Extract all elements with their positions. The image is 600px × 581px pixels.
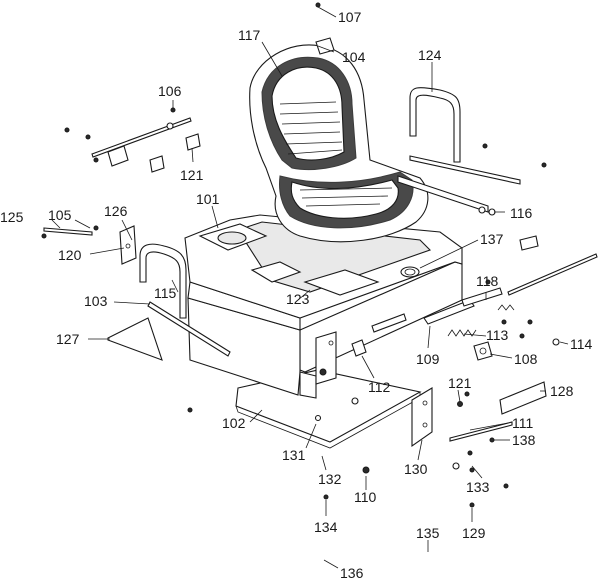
rod-125 (43, 227, 93, 236)
callout-133: 133 (466, 479, 490, 495)
callout-107: 107 (338, 9, 362, 25)
callout-137: 137 (480, 231, 504, 247)
callout-128: 128 (550, 383, 574, 399)
callout-113: 113 (486, 327, 509, 343)
callout-106: 106 (158, 83, 182, 99)
callout-129: 129 (462, 525, 486, 541)
callout-126: 126 (104, 203, 128, 219)
callout-130: 130 (404, 461, 428, 477)
bracket-109 (423, 287, 503, 325)
callout-116: 116 (510, 205, 533, 221)
callout-132: 132 (318, 471, 342, 487)
callout-118: 118 (476, 273, 499, 289)
callout-102: 102 (222, 415, 246, 431)
callout-104: 104 (342, 49, 366, 65)
callout-103: 103 (84, 293, 108, 309)
part-112 (351, 339, 367, 357)
strut-rod-103 (147, 301, 231, 357)
callout-115: 115 (154, 285, 177, 301)
callout-121-upper: 121 (180, 167, 204, 183)
seat-stitching (279, 101, 343, 155)
callout-138: 138 (512, 432, 536, 448)
callout-134: 134 (314, 519, 338, 535)
callout-123: 123 (286, 291, 310, 307)
grab-handle-right (409, 87, 461, 163)
callout-125: 125 (0, 209, 24, 225)
callout-105: 105 (48, 207, 72, 223)
latch-108 (473, 341, 493, 361)
callout-120: 120 (58, 247, 82, 263)
long-rod-right (507, 235, 598, 296)
side-plate (411, 387, 433, 448)
callout-117: 117 (238, 27, 261, 43)
callout-135: 135 (416, 525, 440, 541)
callout-124: 124 (418, 47, 442, 63)
bracket-120 (119, 225, 137, 265)
rod-111 (449, 421, 513, 442)
callout-112: 112 (368, 379, 391, 395)
seat-rails (397, 155, 521, 216)
grab-handle-left (139, 243, 187, 319)
callout-114: 114 (570, 336, 593, 352)
plate-128 (499, 381, 547, 415)
side-panel-127 (107, 317, 163, 361)
callout-131: 131 (282, 447, 306, 463)
leader-lines (51, 6, 569, 569)
callout-labels: 107 117 104 124 106 121 116 101 126 105 … (0, 9, 593, 581)
seat (249, 37, 429, 243)
callout-136: 136 (340, 565, 364, 581)
callout-109: 109 (416, 351, 440, 367)
rod-106 (91, 117, 201, 173)
callout-121-lower: 121 (448, 375, 472, 391)
callout-108: 108 (514, 351, 538, 367)
hardware (41, 2, 560, 508)
callout-101: 101 (196, 191, 220, 207)
callout-110: 110 (354, 489, 377, 505)
callout-127: 127 (56, 331, 80, 347)
callout-111: 111 (512, 415, 533, 431)
seat-base-body (184, 214, 463, 399)
